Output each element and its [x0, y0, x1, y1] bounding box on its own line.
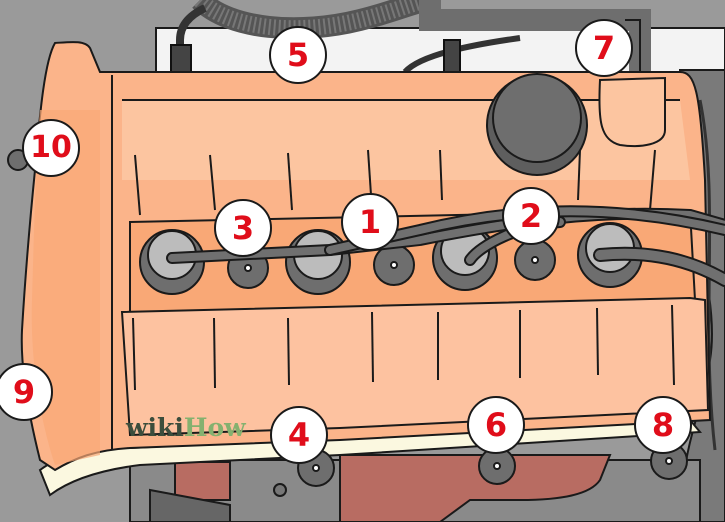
sequence-label-3: 3 [214, 199, 272, 257]
sequence-label-8: 8 [634, 396, 692, 454]
sequence-label-1: 1 [341, 193, 399, 251]
sequence-label-10: 10 [22, 119, 80, 177]
sequence-label-2: 2 [502, 187, 560, 245]
wikihow-watermark: wikiHow [126, 413, 246, 442]
watermark-wiki: wiki [126, 413, 184, 442]
watermark-how: How [183, 413, 246, 442]
sequence-label-9: 9 [0, 363, 53, 421]
sequence-label-7: 7 [575, 19, 633, 77]
sequence-label-4: 4 [270, 406, 328, 464]
sequence-label-5: 5 [269, 26, 327, 84]
sequence-label-6: 6 [467, 396, 525, 454]
